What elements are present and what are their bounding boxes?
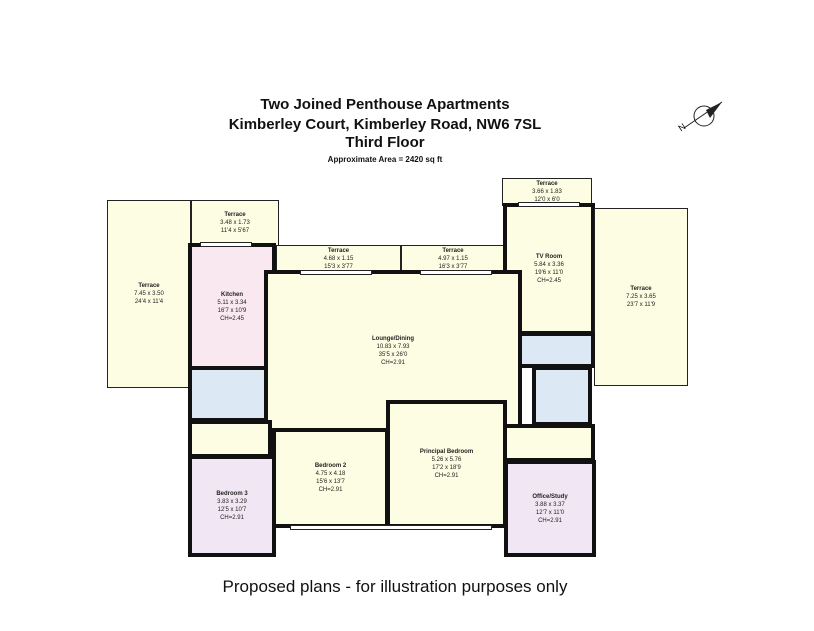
window xyxy=(300,270,372,275)
hall-west xyxy=(188,420,272,458)
bathroom-east-lower xyxy=(532,366,592,426)
approximate-area: Approximate Area = 2420 sq ft xyxy=(327,155,443,164)
window xyxy=(290,525,492,530)
title-line-2: Kimberley Court, Kimberley Road, NW6 7SL xyxy=(228,116,542,133)
window xyxy=(518,202,580,207)
footer-disclaimer: Proposed plans - for illustration purpos… xyxy=(222,577,568,596)
window xyxy=(420,270,492,275)
bathroom-east-upper xyxy=(518,332,595,368)
north-arrow-icon: N xyxy=(676,96,726,141)
title-line-3: Third Floor xyxy=(345,134,425,151)
title-line-1: Two Joined Penthouse Apartments xyxy=(260,96,510,113)
window xyxy=(200,242,252,247)
bathroom-west xyxy=(188,366,268,422)
svg-text:N: N xyxy=(676,121,687,133)
hall-east xyxy=(503,424,595,462)
